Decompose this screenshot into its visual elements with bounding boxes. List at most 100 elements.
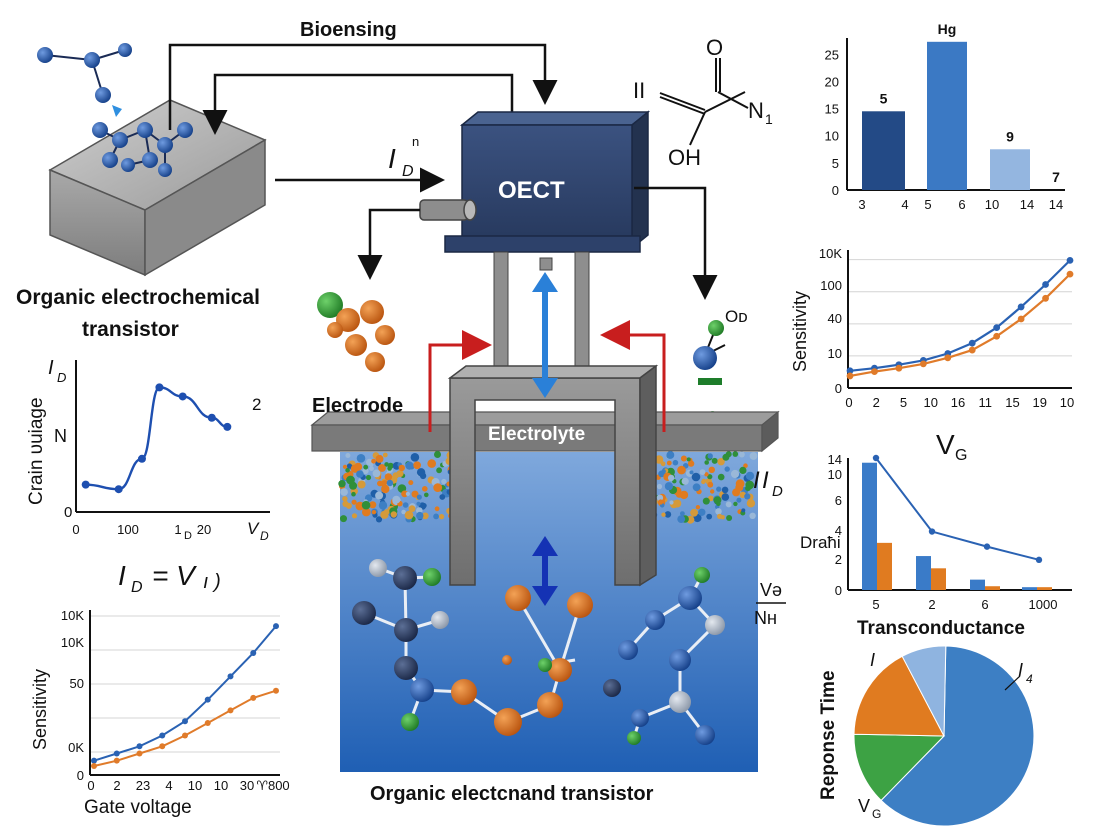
bar <box>862 111 905 190</box>
x-tick-label: 4 <box>165 778 172 793</box>
data-point <box>204 696 211 703</box>
nanoparticle <box>375 516 383 523</box>
series-line <box>93 689 277 767</box>
nanoparticle <box>713 496 722 505</box>
data-point <box>1042 281 1049 288</box>
nanoparticle <box>354 462 363 471</box>
biosensing-label: Bioensing <box>300 19 397 41</box>
bar-blue <box>916 556 931 590</box>
nanoparticle <box>701 478 707 484</box>
nanoparticle <box>666 451 675 459</box>
vg-label-main: V <box>936 429 955 460</box>
nanoparticle <box>735 483 744 492</box>
nanoparticle <box>690 508 698 517</box>
nanoparticle <box>416 494 422 500</box>
nanoparticle <box>677 465 686 475</box>
ohm-label: Oᴅ <box>725 307 748 326</box>
data-point <box>895 364 903 372</box>
nanoparticle <box>656 494 664 501</box>
nanoparticle <box>658 499 664 505</box>
data-point <box>1042 294 1049 302</box>
nanoparticle <box>421 512 429 520</box>
data-point <box>928 528 936 535</box>
nanoparticle <box>421 503 427 509</box>
nanoparticle <box>416 501 421 506</box>
peak-label: 2 <box>252 395 261 414</box>
x-tick-label: 2 <box>113 778 120 793</box>
nanoparticle <box>439 514 445 520</box>
data-point <box>983 543 991 550</box>
pie-slice <box>901 645 947 737</box>
y-axis-label: Crain υuiаge <box>26 397 47 505</box>
chem-oh: OH <box>668 145 701 170</box>
nanoparticle <box>707 474 713 480</box>
nanoparticle <box>381 484 390 494</box>
id-right-sub: D <box>772 483 783 500</box>
nanoparticle <box>351 499 357 505</box>
data-point <box>114 485 123 494</box>
data-point <box>113 750 120 757</box>
x-tick-label: 14 <box>1049 197 1063 212</box>
nanoparticle <box>717 458 725 466</box>
x-axis-label: Transconductance <box>857 618 1025 639</box>
chem-ii: II <box>633 78 645 103</box>
y-zero-label: 0 <box>64 504 72 521</box>
data-point <box>159 732 166 739</box>
x-tick-label: 11 <box>979 395 993 410</box>
data-point <box>155 383 164 392</box>
x-tick-label: 30 <box>240 778 254 793</box>
nanoparticle <box>707 453 713 459</box>
electrode-label: Electrode <box>312 395 403 417</box>
vg-big-label: V G <box>936 429 967 464</box>
nanoparticle <box>689 470 694 475</box>
oect-device <box>419 110 651 253</box>
nanoparticle <box>666 460 672 466</box>
data-point <box>223 422 232 431</box>
nanoparticle <box>716 486 722 492</box>
nanoparticle <box>680 455 687 462</box>
x-tick-label: 4 <box>901 197 908 212</box>
nanoparticle <box>357 480 366 489</box>
data-point <box>137 454 146 463</box>
nanoparticle <box>386 479 394 487</box>
y-top-label-sub: D <box>57 370 66 385</box>
nanoparticle <box>738 451 745 458</box>
nanoparticle <box>346 475 355 485</box>
vn-fraction-label: Və Nʜ <box>754 580 786 628</box>
pie-label-topleft: I <box>870 650 875 670</box>
id-input-main: I <box>388 143 396 174</box>
nanoparticle <box>345 502 352 509</box>
nanoparticle <box>686 457 691 462</box>
nanoparticle <box>402 502 409 508</box>
nanoparticle <box>749 452 758 460</box>
x-tick-label: 0 <box>72 522 79 537</box>
nanoparticle <box>371 458 376 464</box>
data-point <box>1017 315 1025 323</box>
y-axis-label: Sensitivity <box>790 291 810 372</box>
data-point <box>159 743 166 750</box>
nanoparticle <box>677 515 686 523</box>
bottom-caption: Organic electсnand transistor <box>370 783 654 805</box>
bar <box>990 149 1030 190</box>
nanoparticle <box>422 486 428 492</box>
nanoparticle <box>392 495 401 504</box>
nanoparticle <box>375 454 384 463</box>
nanoparticle <box>739 466 747 474</box>
nanoparticle <box>396 470 404 478</box>
nanoparticle <box>745 471 755 481</box>
nanoparticle <box>424 492 429 498</box>
nanoparticle <box>702 497 710 505</box>
nanoparticle <box>345 453 351 458</box>
nanoparticle <box>434 506 440 512</box>
bar-blue <box>862 462 877 590</box>
chem-o-top: O <box>706 35 723 60</box>
equation-sub: D <box>131 579 143 596</box>
vg-label-sub: G <box>955 447 967 464</box>
y-tick-label: 5 <box>832 156 839 171</box>
nanoparticle <box>722 453 730 461</box>
pie-slice <box>853 655 945 737</box>
y-tick-label: 0 <box>835 381 842 396</box>
data-point <box>250 650 257 657</box>
